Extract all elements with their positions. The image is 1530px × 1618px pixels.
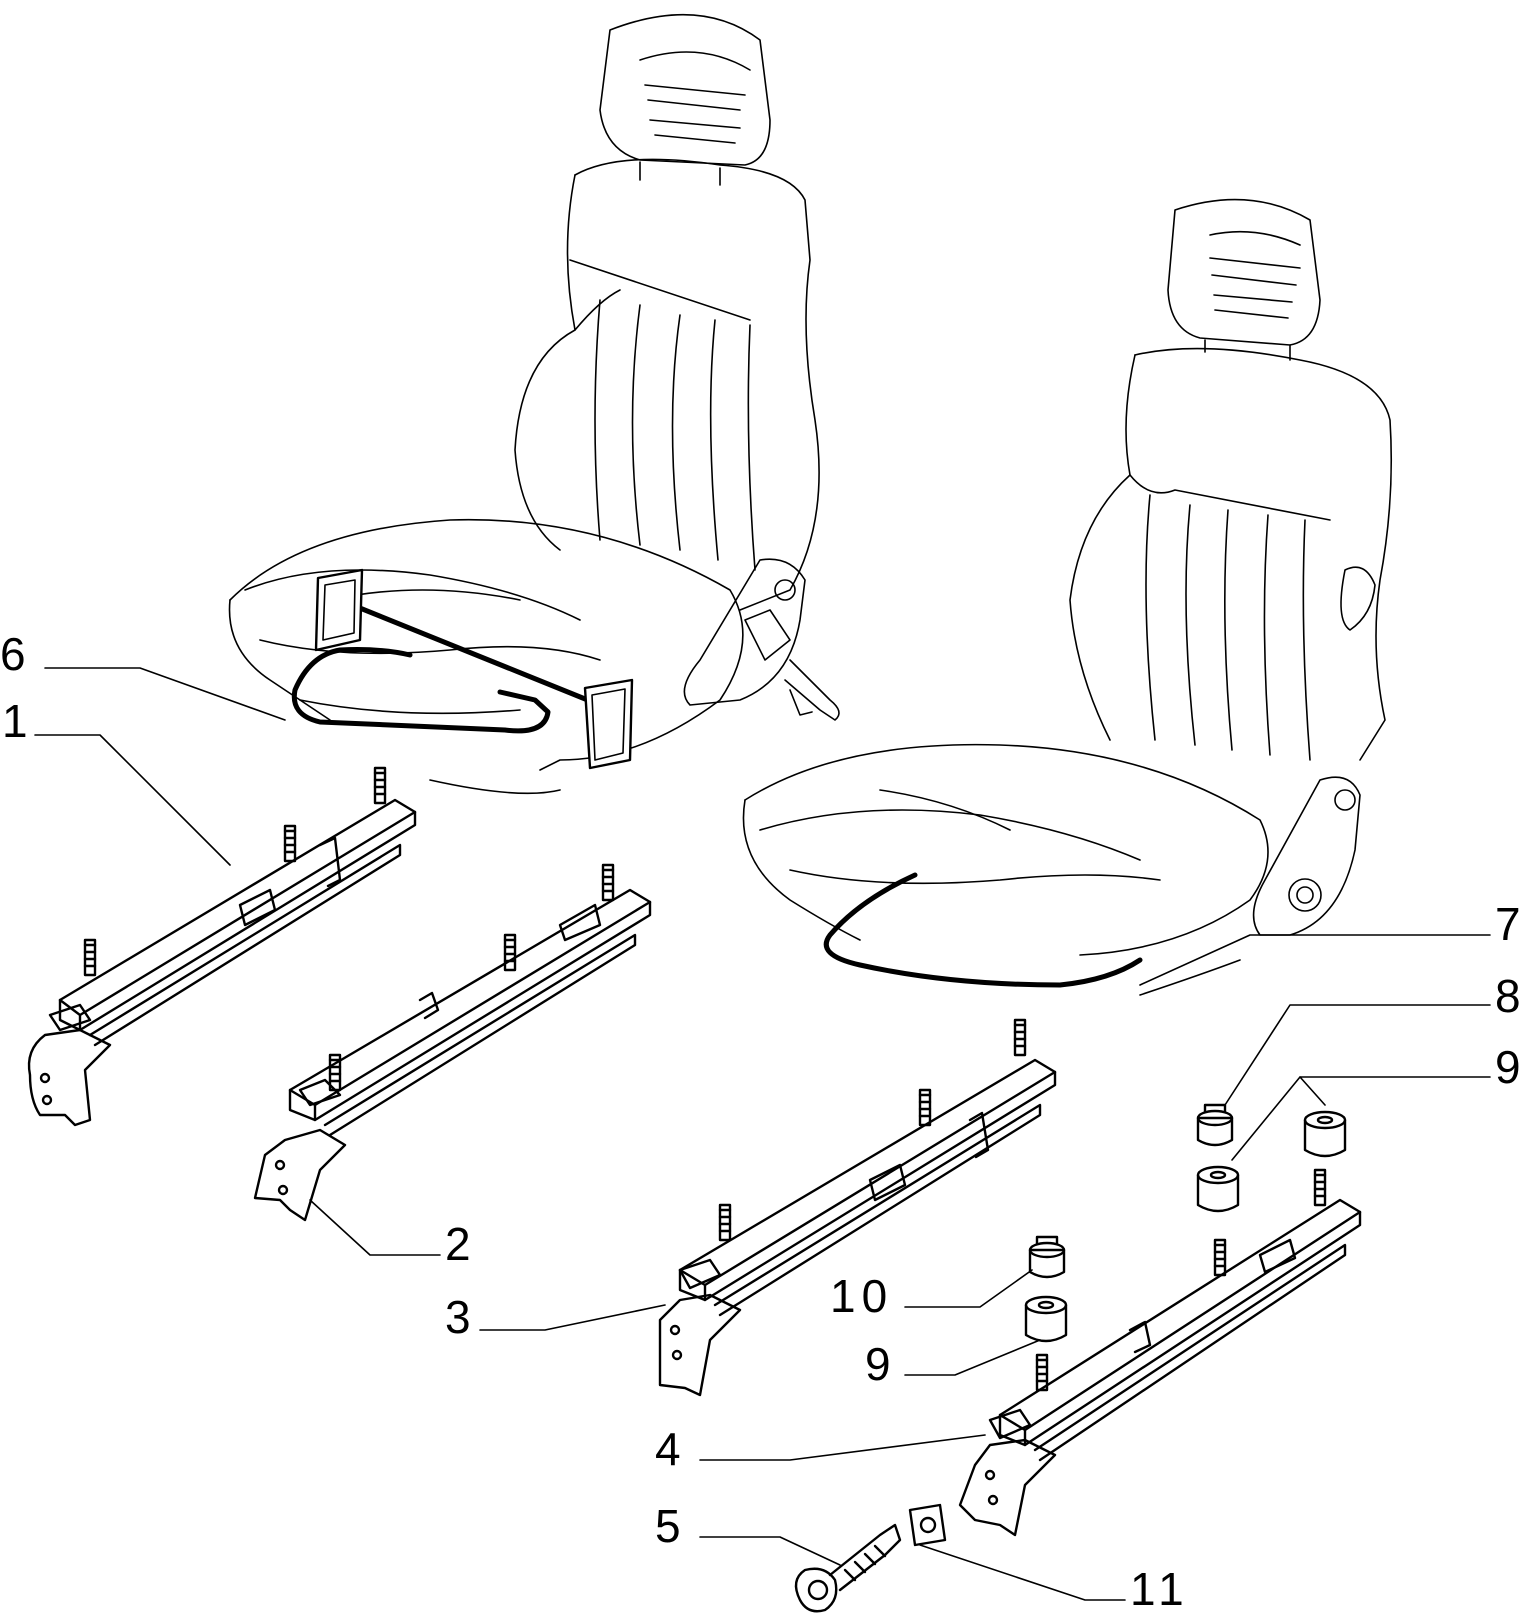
callout-5: 5 <box>655 1500 687 1552</box>
left-seat-illustration <box>228 13 840 795</box>
part-4-seat-rail <box>958 1168 1362 1537</box>
callout-8: 8 <box>1495 970 1527 1022</box>
leader-9b <box>904 1339 1041 1376</box>
part-9-spacer-lower <box>1024 1295 1068 1343</box>
right-seat-illustration <box>742 198 1393 996</box>
callout-6: 6 <box>0 628 32 680</box>
leader-3 <box>479 1304 666 1331</box>
leader-11 <box>919 1544 1126 1601</box>
callout-9-upper: 9 <box>1495 1041 1527 1093</box>
leader-9a-upper <box>1299 1076 1491 1106</box>
callout-7: 7 <box>1495 898 1527 950</box>
part-5-bolt <box>794 1523 902 1613</box>
leader-10 <box>904 1269 1033 1308</box>
callout-3: 3 <box>445 1291 477 1343</box>
callout-labels: 6 1 2 3 7 8 9 10 9 4 5 11 <box>0 628 1527 1615</box>
part-8-nut <box>1196 1103 1234 1147</box>
part-9-spacer-upper-left <box>1196 1165 1240 1213</box>
part-7-wire <box>823 872 1143 988</box>
leader-7 <box>1139 934 1491 986</box>
callout-11: 11 <box>1130 1563 1190 1615</box>
part-11-washer-plate <box>908 1503 947 1547</box>
part-6-seat-frame <box>291 568 634 770</box>
leader-4 <box>699 1434 986 1461</box>
part-3-seat-rail <box>658 1018 1057 1397</box>
callout-4: 4 <box>655 1423 687 1475</box>
callout-1: 1 <box>2 695 34 747</box>
callout-10: 10 <box>830 1270 893 1322</box>
leader-8 <box>1224 1004 1491 1106</box>
part-1-seat-rail <box>27 766 417 1127</box>
part-9-spacer-upper-right <box>1303 1110 1347 1158</box>
leader-1 <box>34 734 231 866</box>
callout-2: 2 <box>445 1218 477 1270</box>
leader-5 <box>699 1536 841 1566</box>
leader-2 <box>309 1199 441 1256</box>
part-10-nut <box>1028 1235 1066 1279</box>
leader-9a-lower <box>1231 1076 1301 1161</box>
part-2-seat-rail <box>253 863 652 1222</box>
leader-lines <box>34 667 1491 1601</box>
leader-6 <box>44 667 286 721</box>
callout-9-lower: 9 <box>865 1338 897 1390</box>
